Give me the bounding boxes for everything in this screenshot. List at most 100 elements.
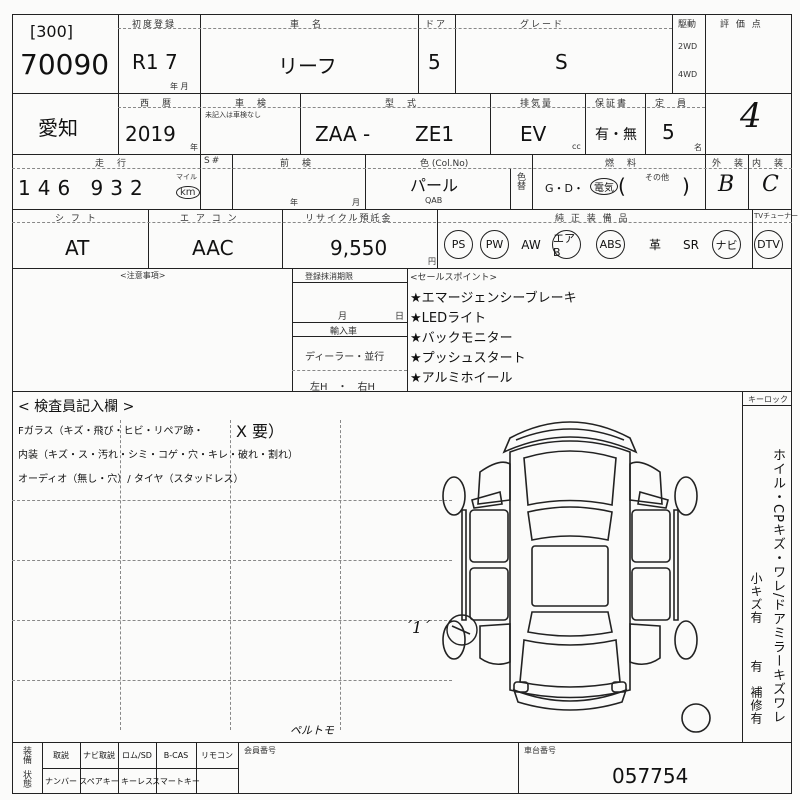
footer-cell: ロム/SD: [122, 750, 152, 760]
footer-cell: リモコン: [201, 750, 233, 760]
sales-point: ★バックモニター: [410, 331, 513, 346]
tv-type-label: TVチューナー: [754, 212, 799, 220]
equipment-item: PW: [480, 230, 509, 259]
mileage-unit: km: [176, 186, 200, 199]
mileage-sw-label: S#: [204, 156, 222, 166]
auction-label: 会員番号: [244, 746, 276, 755]
model-code: ZE1: [415, 122, 455, 146]
handwritten-note: ペルトモ: [290, 724, 334, 737]
region: 愛知: [38, 116, 78, 140]
equipment-item: ナビ: [712, 230, 741, 259]
right-text-2: 小キズ有: [749, 572, 763, 624]
body-outline-shape: [509, 440, 631, 699]
handle-value: 左H ・ 右H: [310, 382, 376, 393]
equipment-item: PS: [444, 230, 473, 259]
inspector-line2: 内装（キズ・ス・汚れ・シミ・コゲ・穴・キレ・破れ・割れ）: [18, 450, 298, 461]
footer-cell: B-CAS: [163, 750, 189, 760]
car-name: リーフ: [278, 54, 337, 78]
door-label: ドア: [425, 20, 448, 30]
right-text-1: ホイル・CPキズ・ワレ/ドアミラーキズワレ: [770, 448, 785, 725]
sales-point: ★アルミホイール: [410, 371, 513, 386]
notes-frame: [12, 268, 792, 392]
sales-label: <セールスポイント>: [410, 273, 498, 283]
inspection-label: 車 検: [235, 99, 269, 109]
shift-label: シ フ ト: [55, 214, 98, 224]
footer-cell: ナンバー: [45, 776, 77, 786]
car-diagram: [442, 421, 711, 733]
footer-cell: ナビ取説: [83, 750, 115, 760]
recycle: 9,550: [330, 236, 388, 260]
sales-point: ★エマージェンシーブレーキ: [410, 291, 577, 306]
equipment-label: 純 正 装 備 品: [555, 214, 630, 224]
footer-equip-sub: 状態: [21, 770, 31, 788]
fuel-selected: 電気: [590, 178, 618, 195]
inspector-title: < 検査員記入欄 >: [18, 399, 135, 415]
ac: AAC: [192, 236, 234, 260]
fuel-options: G・D・: [545, 182, 584, 195]
lot-number: 70090: [20, 48, 110, 81]
exterior-label: 外 装: [712, 159, 746, 169]
inspector-line1-mark: X 要）: [236, 422, 285, 441]
mileage-unit-top: マイル: [176, 173, 197, 181]
color-change-label: 色替: [515, 172, 525, 190]
chassis-number: 057754: [612, 764, 689, 788]
footer-cell: [196, 770, 238, 792]
capacity-unit: 名: [694, 143, 702, 152]
import-value: ディーラー・並行: [305, 352, 385, 363]
footer-cell: スペアキー: [79, 776, 119, 786]
mileage: 146 932: [18, 176, 150, 200]
sales-point: ★プッシュスタート: [410, 351, 526, 366]
fuel-paren: (: [618, 174, 626, 198]
displacement: EV: [520, 122, 547, 146]
equipment-item: エアB: [552, 230, 581, 259]
prev-inspection-label: 前 検: [280, 159, 314, 169]
equipment-item: SR: [683, 237, 699, 252]
first-reg-unit: 年 月: [170, 82, 189, 91]
equipment-item: DTV: [754, 230, 783, 259]
first-reg-label: 初度登録: [132, 20, 177, 30]
year: 2019: [125, 122, 176, 146]
reg-deadline-label: 登録抹消期限: [305, 272, 353, 281]
interior-label: 内 装: [752, 159, 786, 169]
equipment-item: ABS: [596, 230, 625, 259]
row1-frame: [12, 14, 792, 94]
interior: C: [762, 172, 779, 197]
exterior: B: [718, 172, 735, 197]
color-code: QAB: [425, 196, 443, 205]
import-label: 輸入車: [330, 327, 358, 337]
recycle-label: リサイクル預託金: [305, 214, 393, 224]
grade-label: グレード: [520, 20, 565, 30]
footer-cell: キーレス: [121, 776, 153, 786]
warranty-label: 保証書: [595, 99, 629, 109]
caution-label: <注意事項>: [120, 271, 166, 280]
shift: AT: [65, 236, 90, 260]
fuel-other-label: その他: [645, 173, 669, 182]
prev-year-unit: 年: [290, 198, 298, 207]
drive-2wd: 2WD: [678, 42, 698, 51]
footer-cell: スマートキー: [152, 776, 200, 786]
handwritten-mark: ˊ1ˊ: [404, 618, 431, 637]
lot-prefix: [300]: [30, 22, 74, 41]
equipment-item: 革: [648, 238, 661, 252]
chassis-label: 車台番号: [524, 746, 556, 755]
grade: S: [555, 50, 568, 74]
reg-month-unit: 月: [338, 312, 348, 322]
drive-4wd: 4WD: [678, 70, 698, 79]
first-reg-value: R1 7: [132, 50, 178, 74]
key-lock-label: キーロック: [748, 395, 788, 404]
year-unit: 年: [190, 143, 198, 152]
color: パール: [410, 176, 459, 195]
fuel-paren-close: ): [682, 174, 690, 198]
year-label: 西 暦: [140, 99, 174, 109]
right-text-3: 有 補修有: [749, 660, 763, 725]
car-name-label: 車 名: [290, 20, 324, 30]
equipment-item: AW: [521, 237, 541, 252]
capacity: 5: [662, 120, 675, 144]
inspection-sub: 未記入は車検なし: [205, 111, 261, 119]
inspector-line3: オーディオ（無し・穴）/ タイヤ（スタッドレス）: [18, 474, 244, 485]
sales-point: ★LEDライト: [410, 311, 487, 326]
doors: 5: [428, 50, 441, 74]
model-prefix: ZAA -: [315, 122, 371, 146]
mileage-label: 走 行: [95, 159, 129, 169]
prev-month-unit: 月: [352, 198, 360, 207]
